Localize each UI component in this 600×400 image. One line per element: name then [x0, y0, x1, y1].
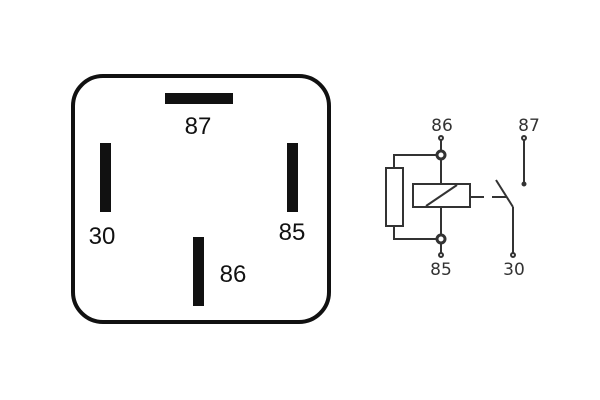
- node-86: [435, 149, 447, 161]
- relay-body-outline: [71, 74, 331, 324]
- pin-87-label: 87: [185, 113, 212, 140]
- pin-86-bar: [193, 237, 204, 306]
- terminal-85: [438, 252, 444, 258]
- pin-30-bar: [100, 143, 111, 212]
- schematic-85-label: 85: [430, 260, 452, 280]
- relay-footprint: 87 30 85 86: [71, 74, 331, 324]
- terminal-86: [438, 135, 444, 141]
- pin-85-label: 85: [279, 219, 306, 246]
- relay-schematic: 86 85 87 30: [385, 116, 540, 280]
- pin-87-bar: [165, 93, 233, 104]
- schematic-30-label: 30: [503, 260, 525, 280]
- pin-30-label: 30: [89, 223, 116, 250]
- pin-85-bar: [287, 143, 298, 212]
- schematic-87-label: 87: [518, 116, 540, 136]
- pin-86-label: 86: [220, 261, 247, 288]
- terminal-87: [521, 135, 527, 141]
- resistor: [385, 167, 404, 227]
- node-85: [435, 233, 447, 245]
- switch-arm: [495, 179, 514, 208]
- schematic-86-label: 86: [431, 116, 453, 136]
- terminal-30: [510, 252, 516, 258]
